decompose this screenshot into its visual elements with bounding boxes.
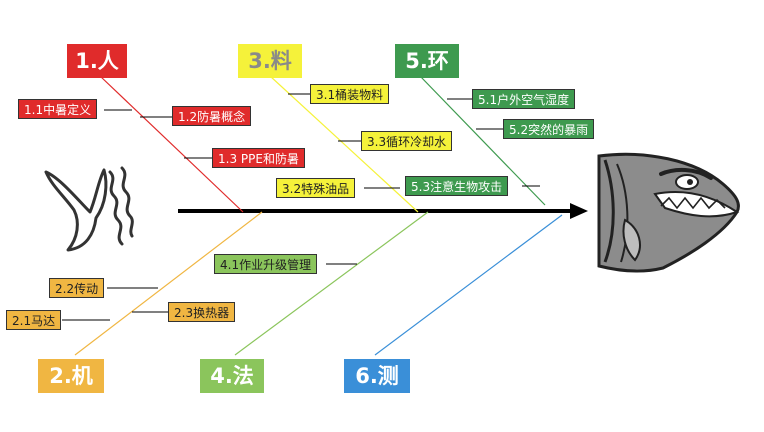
bone-material	[269, 75, 419, 213]
bone-method	[234, 211, 429, 356]
cause-1-1: 1.1中暑定义	[18, 99, 98, 119]
cause-1-2: 1.2防暑概念	[172, 106, 252, 126]
cause-2-1: 2.1马达	[6, 310, 62, 330]
category-measurement: 6.测	[344, 359, 410, 393]
cause-5-3: 5.3注意生物攻击	[405, 176, 509, 196]
cause-2-3: 2.3换热器	[168, 302, 236, 322]
fish-tail-icon	[44, 166, 134, 252]
bone-measurement	[374, 214, 563, 356]
cause-2-2: 2.2传动	[49, 278, 105, 298]
bone-people	[99, 75, 244, 213]
cause-5-2: 5.2突然的暴雨	[503, 119, 595, 139]
category-material: 3.料	[238, 44, 302, 78]
cause-4-1: 4.1作业升级管理	[214, 254, 318, 274]
category-environment: 5.环	[395, 44, 459, 78]
category-people: 1.人	[67, 44, 127, 78]
category-machine: 2.机	[38, 359, 104, 393]
fish-head-icon	[597, 152, 740, 273]
cause-3-2: 3.2特殊油品	[276, 178, 356, 198]
cause-3-3: 3.3循环冷却水	[361, 131, 453, 151]
cause-1-3: 1.3 PPE和防暑	[212, 148, 305, 168]
cause-5-1: 5.1户外空气湿度	[472, 89, 576, 109]
spine-arrowhead	[570, 203, 588, 219]
bone-machine	[74, 211, 263, 356]
cause-3-1: 3.1桶装物料	[310, 84, 390, 104]
bone-environment	[419, 75, 546, 206]
category-method: 4.法	[200, 359, 264, 393]
